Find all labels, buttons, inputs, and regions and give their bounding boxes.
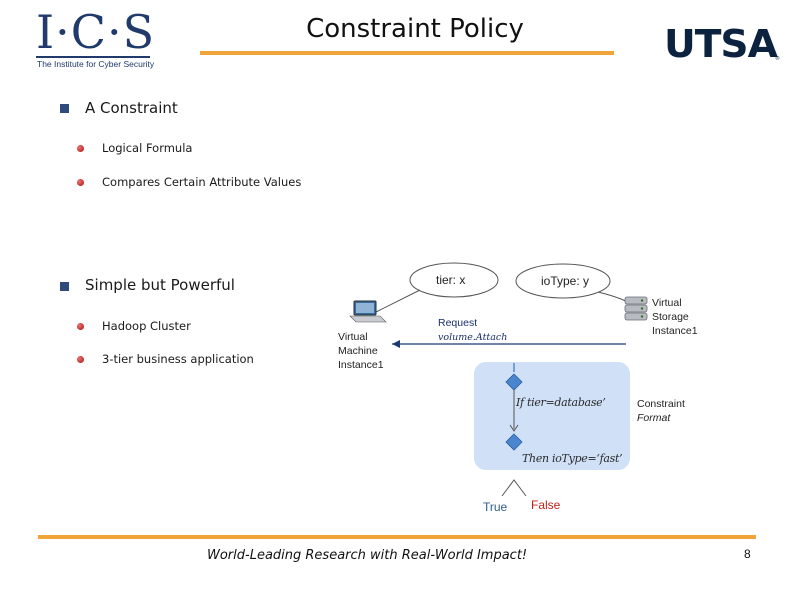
vs-label-line: Storage xyxy=(652,311,689,323)
subbullet-compares-values: Compares Certain Attribute Values xyxy=(102,175,302,189)
then-condition: Then ioType=‘fast’ xyxy=(522,452,623,465)
request-label-text: Request xyxy=(438,317,478,329)
request-label: Request volume.Attach xyxy=(438,316,507,345)
branch-lines xyxy=(501,479,527,497)
tier-bubble xyxy=(409,262,499,298)
bullet-dot-icon xyxy=(77,179,84,186)
constraint-format-line: Format xyxy=(637,412,671,424)
footer-tagline: World-Leading Research with Real-World I… xyxy=(207,548,528,563)
utsa-logo: UTSA xyxy=(664,22,778,66)
laptop-icon xyxy=(349,300,387,323)
footer-rule xyxy=(38,535,756,539)
bullet-simple-powerful: Simple but Powerful xyxy=(85,276,235,294)
slide-title: Constraint Policy xyxy=(306,14,524,44)
tier-bubble-tail xyxy=(375,289,421,313)
utsa-registered-mark: ® xyxy=(775,56,780,62)
page-number: 8 xyxy=(744,547,751,561)
vm-label: Virtual Machine Instance1 xyxy=(338,330,384,372)
request-action-text: volume.Attach xyxy=(438,332,508,343)
bullet-square-icon xyxy=(60,282,69,291)
ics-logo-rule xyxy=(36,56,150,58)
bullet-square-icon xyxy=(60,104,69,113)
decision-diamond-icon xyxy=(505,433,523,451)
vm-label-line: Virtual xyxy=(338,331,368,343)
ics-logo: I·C·S The Institute for Cyber Security xyxy=(36,8,156,72)
flow-arrowhead xyxy=(509,424,519,432)
title-underline xyxy=(200,51,614,55)
subbullet-logical-formula: Logical Formula xyxy=(102,141,193,155)
subbullet-hadoop: Hadoop Cluster xyxy=(102,319,191,333)
false-label: False xyxy=(531,498,561,512)
vs-label: Virtual Storage Instance1 xyxy=(652,296,698,338)
true-label: True xyxy=(483,500,508,514)
bullet-dot-icon xyxy=(77,323,84,330)
vs-label-line: Instance1 xyxy=(652,325,698,337)
constraint-flow-box xyxy=(474,362,630,470)
decision-diamond-icon xyxy=(505,373,523,391)
ics-logo-text: I·C·S xyxy=(36,5,156,59)
iotype-bubble xyxy=(515,263,611,299)
vm-label-line: Machine xyxy=(338,345,378,357)
bullet-a-constraint: A Constraint xyxy=(85,99,178,117)
bullet-dot-icon xyxy=(77,145,84,152)
ics-logo-subtitle: The Institute for Cyber Security xyxy=(37,59,155,69)
constraint-format-label: Constraint Format xyxy=(637,397,685,425)
vm-label-line: Instance1 xyxy=(338,359,384,371)
constraint-format-line: Constraint xyxy=(637,398,685,410)
bullet-dot-icon xyxy=(77,356,84,363)
tier-bubble-label: tier: x xyxy=(436,273,466,287)
subbullet-3tier: 3-tier business application xyxy=(102,352,254,366)
database-icon xyxy=(624,296,648,321)
vs-label-line: Virtual xyxy=(652,297,682,309)
if-condition: If tier=database’ xyxy=(516,396,606,409)
request-arrowhead xyxy=(392,340,400,348)
iotype-bubble-label: ioType: y xyxy=(541,274,590,288)
